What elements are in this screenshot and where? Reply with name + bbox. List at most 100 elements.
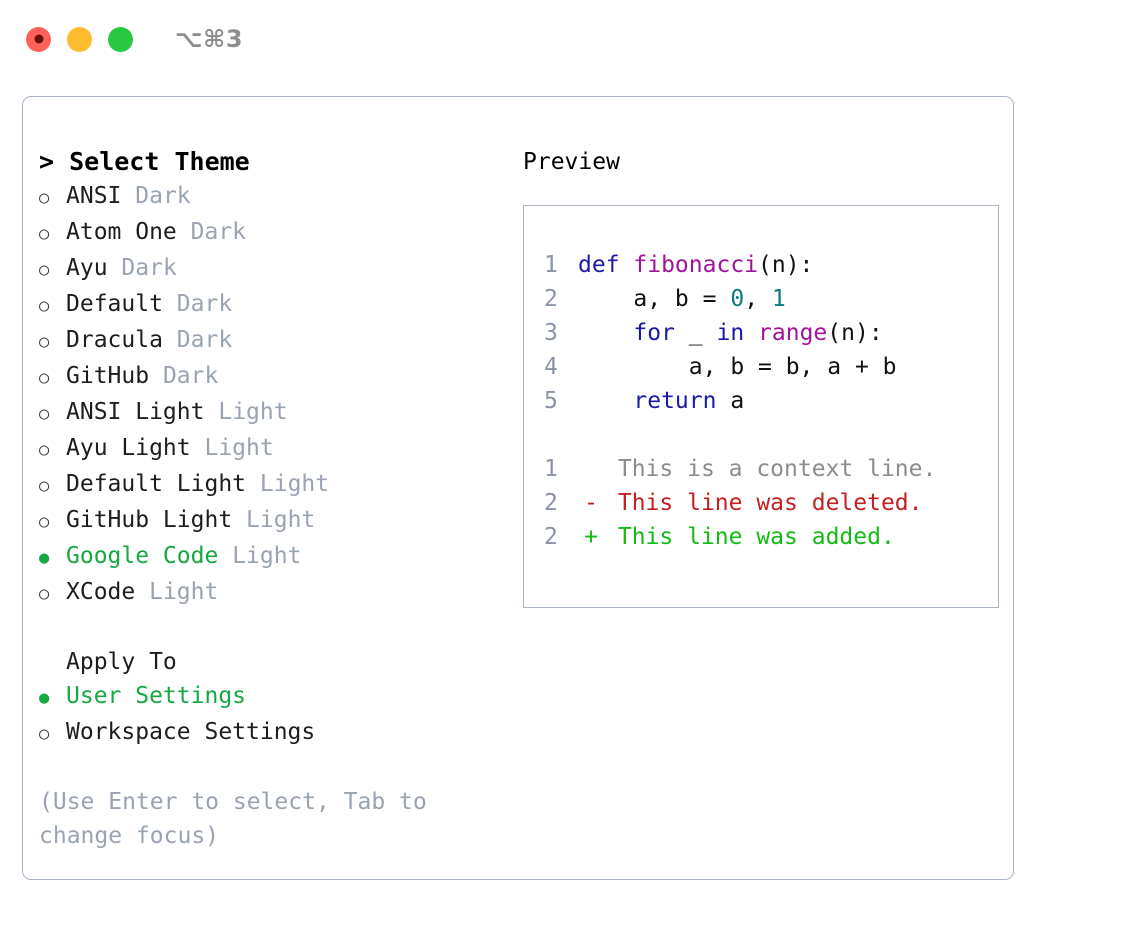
- keyboard-hint: (Use Enter to select, Tab to change focu…: [39, 789, 441, 849]
- code-line-number: 3: [544, 320, 558, 346]
- diff-gap: [604, 452, 618, 486]
- apply-to-title: Apply To: [66, 649, 177, 675]
- theme-option-label: Ayu Light: [66, 435, 191, 461]
- theme-option-ansi-light[interactable]: ○ ANSI Light Light: [39, 395, 499, 431]
- theme-list: ○ANSI Dark○Atom One Dark○Ayu Dark○Defaul…: [39, 179, 499, 611]
- maximize-button[interactable]: [108, 26, 133, 52]
- radio-unselected-icon: ○: [39, 332, 50, 352]
- label-gap: [108, 251, 122, 285]
- code-line-number: 2: [544, 286, 558, 312]
- diff-line-ctx: 1 This is a context line.: [544, 452, 998, 486]
- code-token-pl: [744, 320, 758, 346]
- code-token-kw: def: [578, 252, 634, 278]
- diff-line-number: 2: [544, 490, 558, 516]
- radio-unselected-icon: ○: [39, 584, 50, 604]
- diff-gap: [604, 486, 618, 520]
- code-token-fn: range: [758, 320, 828, 346]
- label-gap: [121, 179, 135, 213]
- radio-unselected-icon: ○: [39, 404, 50, 424]
- code-line: 4 a, b = b, a + b: [544, 350, 998, 384]
- label-gap: [246, 467, 260, 501]
- code-line-text: def fibonacci(n):: [578, 248, 813, 282]
- theme-option-default[interactable]: ○Default Dark: [39, 287, 499, 323]
- label-gap: [232, 503, 246, 537]
- list-spacer: [39, 611, 499, 645]
- theme-option-ayu[interactable]: ○Ayu Dark: [39, 251, 499, 287]
- theme-list-header: > Select Theme: [39, 147, 250, 176]
- theme-option-github[interactable]: ○ GitHub Dark: [39, 359, 499, 395]
- theme-option-label: Dracula: [66, 327, 163, 353]
- close-button[interactable]: [26, 26, 51, 52]
- theme-option-google-code[interactable]: ●Google Code Light: [39, 539, 499, 575]
- diff-block: 1 This is a context line.2- This line wa…: [544, 452, 998, 554]
- minimize-button[interactable]: [67, 26, 92, 52]
- theme-option-atom-one[interactable]: ○Atom One Dark: [39, 215, 499, 251]
- theme-option-dracula[interactable]: ○ Dracula Dark: [39, 323, 499, 359]
- code-token-fn: fibonacci: [633, 252, 759, 278]
- theme-picker-pane: > Select Theme ○ANSI Dark○Atom One Dark○…: [39, 145, 499, 879]
- code-token-pl: ,: [744, 286, 772, 312]
- code-token-pl: _: [674, 320, 717, 346]
- main-panel: > Select Theme ○ANSI Dark○Atom One Dark○…: [22, 96, 1014, 880]
- theme-option-xcode[interactable]: ○XCode Light: [39, 575, 499, 611]
- code-line: 5 return a: [544, 384, 998, 418]
- radio-unselected-icon: ○: [39, 368, 50, 388]
- radio-selected-icon: ●: [39, 548, 50, 568]
- code-token-kw: for: [633, 320, 675, 346]
- title-bar: ⌥⌘3: [0, 0, 1140, 78]
- label-gap: [135, 575, 149, 609]
- theme-option-category: Light: [218, 399, 288, 425]
- diff-line-text: This line was deleted.: [617, 490, 923, 516]
- theme-option-category: Dark: [121, 255, 177, 281]
- diff-line-number: 1: [544, 456, 558, 482]
- theme-option-github-light[interactable]: ○GitHub Light Light: [39, 503, 499, 539]
- apply-to-list: ●User Settings○Workspace Settings: [39, 679, 499, 751]
- code-line-number: 4: [544, 354, 558, 380]
- code-line-number: 5: [544, 388, 558, 414]
- theme-option-label: Default: [66, 291, 163, 317]
- theme-option-category: Dark: [176, 291, 233, 317]
- code-token-pl: a: [716, 388, 745, 414]
- code-line-number: 1: [544, 252, 558, 278]
- label-gap: [149, 359, 163, 393]
- theme-option-category: Dark: [176, 327, 233, 353]
- theme-option-ansi[interactable]: ○ ANSI Dark: [39, 179, 499, 215]
- code-line: 3 for _ in range(n):: [544, 316, 998, 350]
- code-token-pl: a, b =: [578, 286, 731, 312]
- window-controls: [26, 26, 133, 52]
- theme-option-label: Atom One: [66, 219, 177, 245]
- diff-line-add: 2+ This line was added.: [544, 520, 998, 554]
- theme-option-default-light[interactable]: ○Default Light Light: [39, 467, 499, 503]
- theme-option-category: Dark: [162, 363, 219, 389]
- radio-unselected-icon: ○: [39, 476, 50, 496]
- apply-to-option-label: Workspace Settings: [66, 719, 316, 745]
- theme-option-category: Dark: [135, 183, 191, 209]
- radio-unselected-icon: ○: [39, 512, 50, 532]
- theme-option-label: ANSI: [66, 183, 122, 209]
- apply-to-option-workspace-settings[interactable]: ○Workspace Settings: [39, 715, 499, 751]
- radio-selected-icon: ●: [39, 688, 50, 708]
- radio-unselected-icon: ○: [39, 188, 50, 208]
- label-gap: [204, 395, 218, 429]
- label-gap: [191, 431, 205, 465]
- theme-option-label: GitHub: [66, 363, 150, 389]
- diff-marker-icon: +: [584, 524, 598, 550]
- theme-option-ayu-light[interactable]: ○Ayu Light Light: [39, 431, 499, 467]
- code-token-pl: [578, 388, 633, 414]
- theme-option-category: Light: [246, 507, 316, 533]
- theme-option-category: Dark: [190, 219, 247, 245]
- code-token-kw: in: [716, 320, 745, 346]
- theme-option-label: Ayu: [66, 255, 108, 281]
- diff-line-text: This is a context line.: [617, 456, 937, 482]
- apply-to-option-user-settings[interactable]: ●User Settings: [39, 679, 499, 715]
- code-line-text: a, b = b, a + b: [578, 350, 897, 384]
- theme-option-category: Light: [149, 579, 219, 605]
- label-gap: [163, 323, 177, 357]
- code-line: 2 a, b = 0, 1: [544, 282, 998, 316]
- code-token-pl: (n):: [827, 320, 883, 346]
- diff-gap: [604, 520, 618, 554]
- label-gap: [163, 287, 177, 321]
- theme-option-label: Google Code: [66, 543, 219, 569]
- theme-option-label: ANSI Light: [66, 399, 205, 425]
